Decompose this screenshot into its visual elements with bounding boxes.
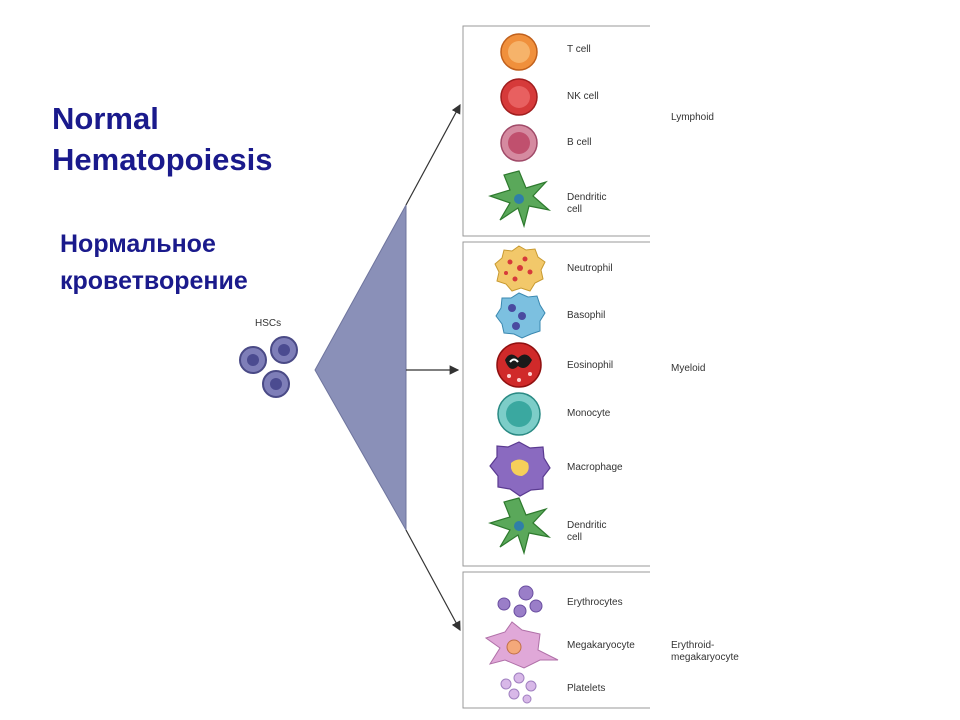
macrophage-icon (489, 441, 551, 497)
erythroid-group-label: Erythroid- megakaryocyte (671, 640, 739, 664)
platelets-icon (500, 672, 537, 704)
arrow-lymphoid (405, 103, 461, 206)
dendritic-cell-label: Dendritic cell (567, 192, 606, 216)
title-line-1: Normal (52, 101, 159, 136)
eosinophil-icon (496, 342, 542, 388)
erythrocytes-icon (497, 585, 543, 618)
erythrocytes-label: Erythrocytes (567, 597, 623, 608)
myeloid-group-label: Myeloid (671, 363, 706, 374)
platelets-label: Platelets (567, 683, 606, 694)
b-cell-label: B cell (567, 137, 592, 148)
basophil-icon (495, 292, 546, 339)
macrophage-label: Macrophage (567, 462, 623, 473)
title-line-2: Hematopoiesis (52, 142, 273, 177)
hsc-cluster (239, 336, 298, 398)
dendritic-cell-label-line2: cell (567, 204, 583, 215)
b-cell-icon (500, 124, 538, 162)
t-cell-icon (500, 33, 538, 71)
lymphoid-group-label: Lymphoid (671, 112, 714, 123)
t-cell-label: T cell (567, 44, 591, 55)
basophil-label: Basophil (567, 310, 606, 321)
differentiation-wedge (314, 204, 407, 532)
dendritic-cell-myeloid-label: Dendritic cell (567, 520, 606, 544)
subtitle-line-2: кроветворение (60, 267, 248, 295)
arrow-erythroid (405, 529, 461, 632)
erythroid-frame (462, 571, 650, 709)
eosinophil-label: Eosinophil (567, 360, 614, 371)
dendritic-cell-myeloid-label-line1: Dendritic (567, 520, 607, 531)
dendritic-cell-label-line1: Dendritic (567, 192, 607, 203)
hsc-cell-nucleus (278, 344, 290, 356)
erythroid-group-label-line1: Erythroid- (671, 640, 715, 651)
erythroid-group-label-line2: megakaryocyte (671, 652, 739, 663)
nk-cell-icon (500, 78, 538, 116)
hsc-cell-nucleus (270, 378, 282, 390)
page-title: Normal Hematopoiesis (52, 98, 273, 180)
monocyte-label: Monocyte (567, 408, 611, 419)
neutrophil-icon (494, 245, 546, 292)
dendritic-cell-icon (488, 170, 552, 229)
lymphoid-frame (462, 25, 650, 237)
dendritic-cell-myeloid-icon (488, 497, 552, 556)
subtitle-line-1: Нормальное (60, 230, 216, 258)
monocyte-icon (497, 392, 541, 436)
megakaryocyte-label: Megakaryocyte (567, 640, 635, 651)
nk-cell-label: NK cell (567, 91, 599, 102)
myeloid-frame (462, 241, 650, 567)
hsc-cell-nucleus (247, 354, 259, 366)
megakaryocyte-icon (484, 621, 559, 669)
hsc-label: HSCs (255, 318, 282, 329)
dendritic-cell-myeloid-label-line2: cell (567, 532, 583, 543)
neutrophil-label: Neutrophil (567, 263, 613, 274)
page-subtitle: Нормальное кроветворение (60, 226, 248, 300)
